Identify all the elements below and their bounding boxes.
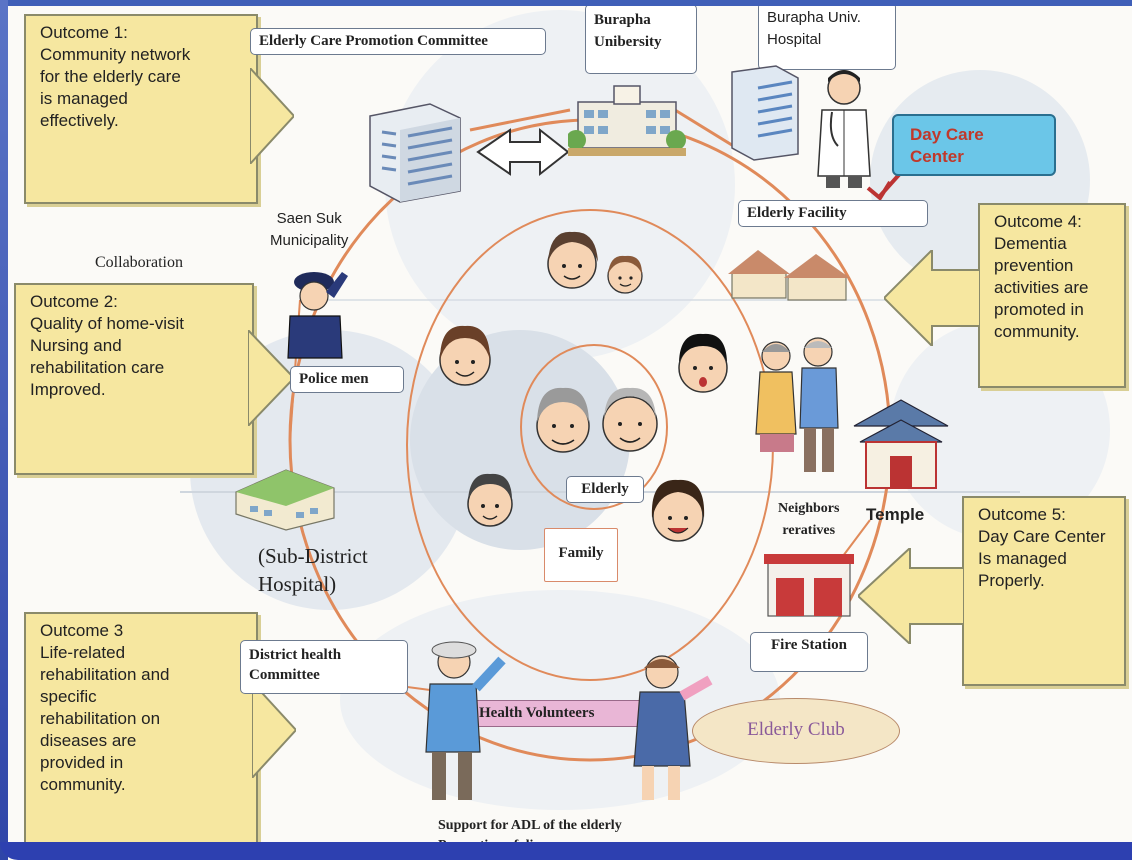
elderly-club-label: Elderly Club [692, 698, 900, 764]
collaboration-label: Collaboration [95, 254, 183, 271]
university-building-icon [568, 85, 686, 156]
health-volunteers-label: Health Volunteers [470, 700, 646, 727]
hospital-label: Burapha Univ. Hospital [758, 2, 896, 70]
fire-station-label: Fire Station [750, 632, 868, 672]
outcome-4-box: Outcome 4: Dementia prevention activitie… [978, 203, 1126, 388]
day-care-center-label: Day Care Center [892, 114, 1056, 176]
volunteer-man-icon [425, 641, 506, 800]
elderly-couple-icon [755, 337, 839, 472]
girl-face-icon [607, 255, 643, 294]
outcome-1-box: Outcome 1: Community network for the eld… [24, 14, 258, 204]
grandmother-face-icon [536, 387, 590, 453]
outcome-5-arrow-icon [858, 548, 964, 644]
outcome-2-arrow-icon [248, 330, 294, 426]
elderly-facility-label: Elderly Facility [738, 200, 928, 227]
family-label: Family [544, 528, 618, 582]
frame-left-border [0, 0, 8, 860]
doctor-icon [817, 70, 871, 188]
outcome-3-arrow-icon [252, 682, 296, 778]
university-label: Burapha Unibersity [585, 4, 697, 74]
mother-face-icon [547, 231, 598, 289]
outcome-3-box: Outcome 3 Life-related rehabilitation an… [24, 612, 258, 856]
volunteer-woman-icon [633, 655, 713, 800]
frame-top-border [0, 0, 1132, 6]
elderly-facility-houses-icon [728, 250, 850, 301]
committee-building-icon [369, 103, 461, 203]
district-committee-label: District health Committee [240, 640, 408, 694]
temple-label: Temple [866, 505, 925, 524]
top-background-circle [385, 10, 735, 360]
police-label: Police men [290, 366, 404, 393]
man-face-icon [678, 333, 728, 393]
sub-district-hospital-building-icon [235, 469, 335, 531]
police-officer-icon [287, 272, 348, 359]
outcome-2-box: Outcome 2: Quality of home-visit Nursing… [14, 283, 254, 475]
boy-face-icon [467, 473, 513, 527]
fire-station-icon [764, 554, 854, 617]
young-woman-face-icon [651, 479, 705, 542]
temple-icon [853, 399, 949, 489]
frame-bottom-border [0, 842, 1132, 860]
neighbors-label: Neighbors reratives [778, 501, 840, 538]
elderly-label: Elderly [566, 476, 644, 503]
municipality-label: Saen Suk Municipality [270, 210, 349, 249]
grandfather-face-icon [602, 387, 658, 452]
committee-label: Elderly Care Promotion Committee [250, 28, 546, 55]
woman-face-icon [439, 325, 491, 386]
hospital-building-icon [731, 65, 799, 161]
elderly-circle [520, 344, 668, 510]
outcome-5-box: Outcome 5: Day Care Center Is managed Pr… [962, 496, 1126, 686]
outcome-4-arrow-icon [884, 250, 980, 346]
outcome-1-arrow-icon [250, 68, 294, 164]
sub-district-hospital-label: (Sub-District Hospital) [258, 544, 368, 596]
